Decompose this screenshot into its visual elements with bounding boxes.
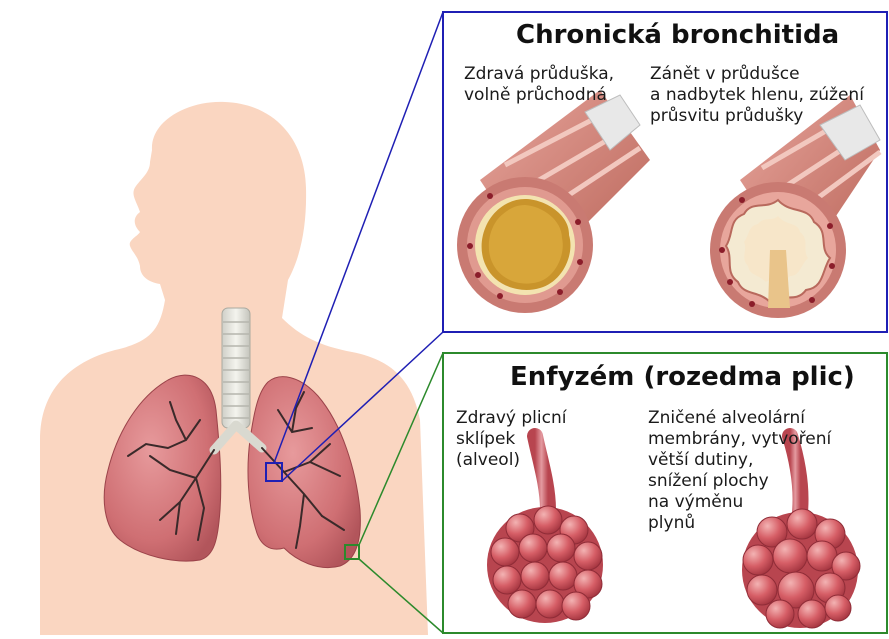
healthy-bronchus-caption: Zdravá průduška, volně průchodná xyxy=(464,64,614,106)
caption-line: Zdravá průduška, xyxy=(464,64,614,85)
caption-line: na výměnu xyxy=(648,492,831,513)
caption-line: snížení plochy xyxy=(648,471,831,492)
caption-line: Zánět v průdušce xyxy=(650,64,864,85)
caption-line: membrány, vytvoření xyxy=(648,429,831,450)
caption-line: sklípek xyxy=(456,429,566,450)
emphysema-title: Enfyzém (rozedma plic) xyxy=(510,362,855,392)
caption-line: Zničené alveolární xyxy=(648,408,831,429)
caption-line: (alveol) xyxy=(456,450,566,471)
trachea xyxy=(222,308,250,428)
caption-line: a nadbytek hlenu, zúžení xyxy=(650,85,864,106)
caption-line: větší dutiny, xyxy=(648,450,831,471)
caption-line: průsvitu průdušky xyxy=(650,106,864,127)
caption-line: plynů xyxy=(648,513,831,534)
inflamed-bronchus-caption: Zánět v průdušce a nadbytek hlenu, zúžen… xyxy=(650,64,864,127)
healthy-alveolus-caption: Zdravý plicní sklípek (alveol) xyxy=(456,408,566,471)
damaged-alveolus-caption: Zničené alveolární membrány, vytvoření v… xyxy=(648,408,831,534)
bronchitis-title: Chronická bronchitida xyxy=(516,20,839,50)
caption-line: Zdravý plicní xyxy=(456,408,566,429)
caption-line: volně průchodná xyxy=(464,85,614,106)
